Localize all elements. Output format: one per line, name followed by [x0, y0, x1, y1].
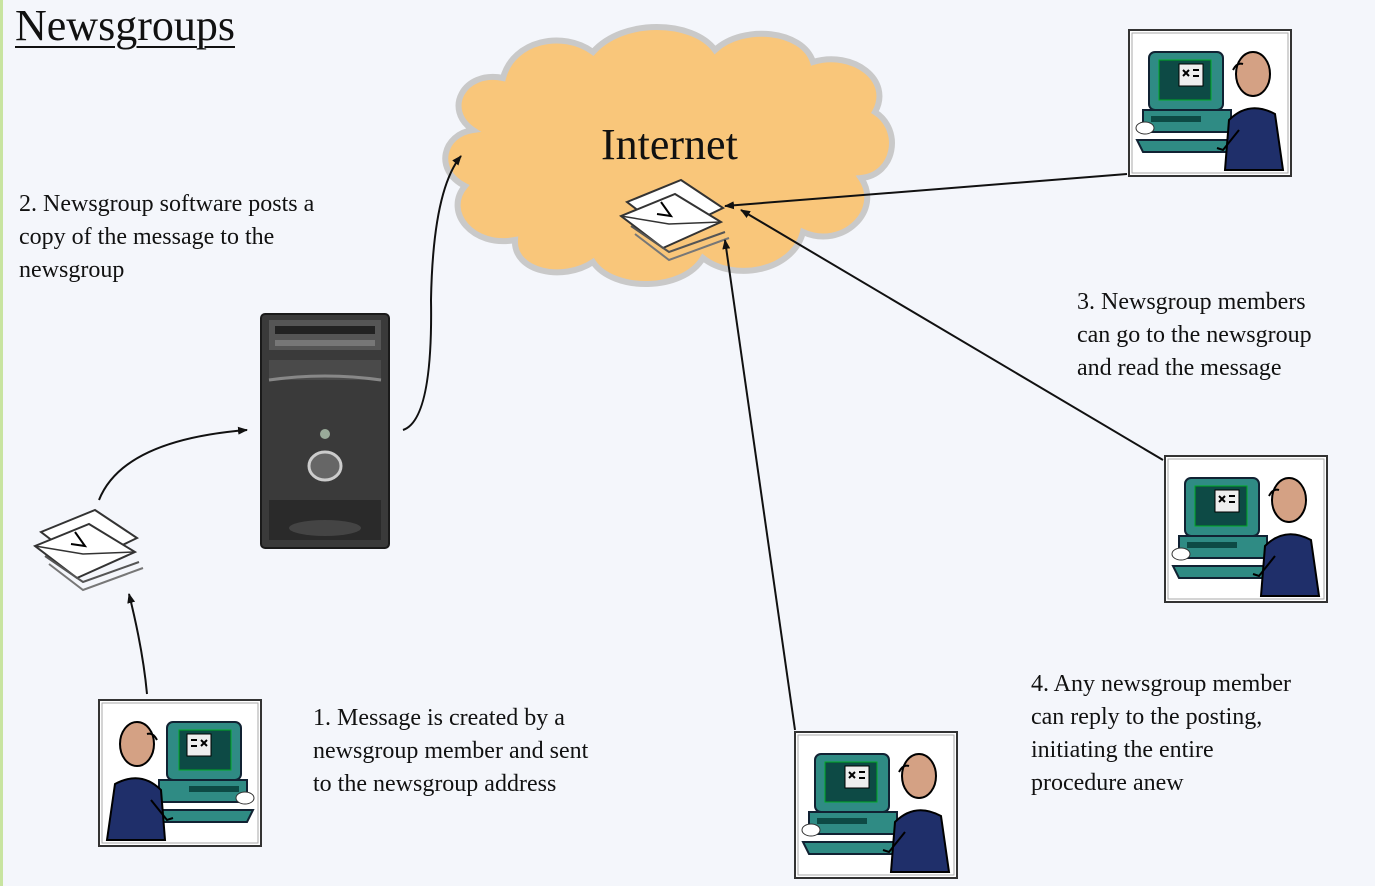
- cloud-label: Internet: [601, 120, 738, 169]
- step-3-caption: 3. Newsgroup members can go to the newsg…: [1077, 289, 1312, 381]
- arrow-top-reader-to-cloud: [724, 173, 1128, 210]
- server-tower-icon: [260, 313, 390, 549]
- arrow-replier-to-cloud: [722, 239, 796, 731]
- arrow-author-to-envelope: [127, 593, 148, 695]
- step-2-caption: 2. Newsgroup software posts a copy of th…: [19, 191, 315, 283]
- internet-cloud: [442, 24, 895, 287]
- arrow-middle-reader-to-cloud: [740, 209, 1164, 461]
- author-user-computer-icon: [98, 699, 262, 847]
- flow-arrows: [98, 155, 1164, 731]
- page-title: Newsgroups: [15, 1, 235, 50]
- arrow-server-to-internet: [402, 155, 462, 431]
- diagram-canvas: [34, 24, 1328, 879]
- step-4-caption: 4. Any newsgroup member can reply to the…: [1031, 671, 1291, 796]
- outgoing-envelope-stack-icon: [34, 509, 144, 591]
- reader-top-user-computer-icon: [1128, 29, 1292, 177]
- reader-middle-user-computer-icon: [1164, 455, 1328, 603]
- cloud-icon: [442, 24, 895, 287]
- arrow-envelope-to-server: [98, 426, 248, 501]
- replier-user-computer-icon: [794, 731, 958, 879]
- step-1-caption: 1. Message is created by a newsgroup mem…: [313, 705, 589, 797]
